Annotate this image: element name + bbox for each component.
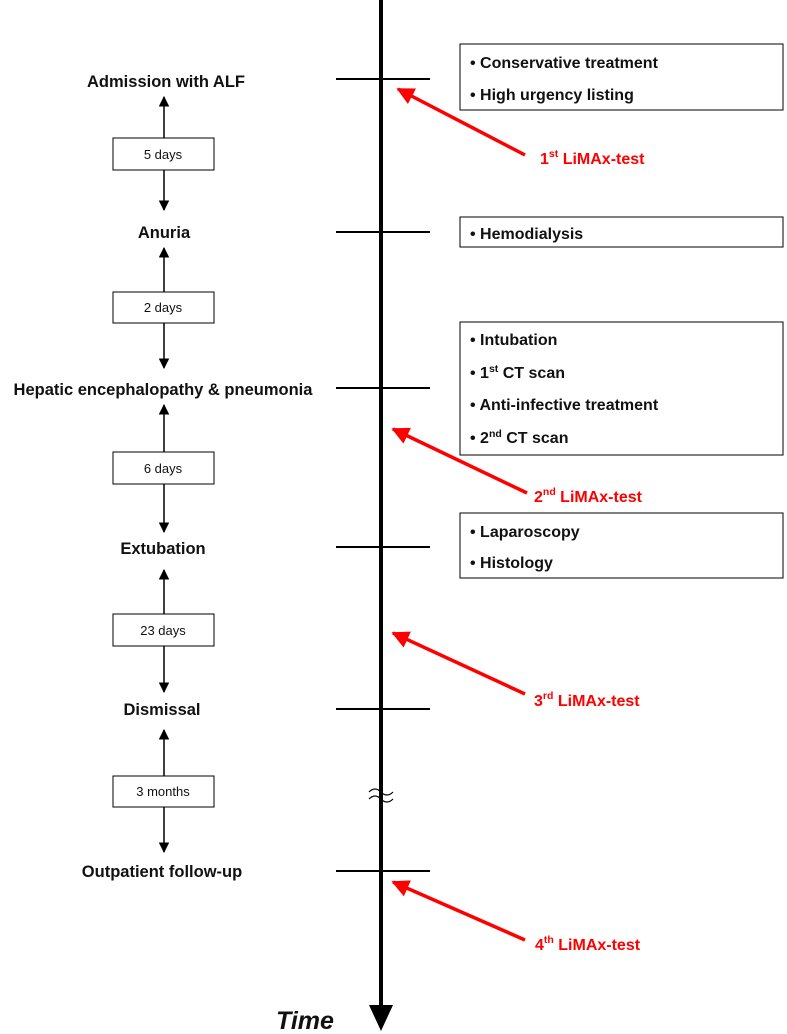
event-label-admission: Admission with ALF	[87, 73, 245, 91]
note-item: • Conservative treatment	[470, 55, 659, 72]
note-box-extubation: • Laparoscopy • Histology	[459, 512, 784, 579]
note-item: • 1st CT scan	[470, 363, 565, 382]
note-item: • Anti-infective treatment	[470, 397, 659, 414]
interval-label: 6 days	[144, 461, 183, 476]
test-arrow-1	[396, 87, 526, 157]
note-item: • High urgency listing	[470, 87, 634, 104]
interval-label: 23 days	[140, 623, 186, 638]
note-item: • 2nd CT scan	[470, 428, 568, 447]
interval-23-days: 23 days	[112, 568, 215, 694]
time-axis-title: Time	[276, 1007, 334, 1034]
time-axis-arrowhead	[369, 1005, 393, 1031]
interval-3-months: 3 months	[112, 728, 215, 854]
test-label-4: 4th LiMAx-test	[535, 934, 641, 954]
interval-label: 5 days	[144, 147, 183, 162]
test-arrow-3	[391, 631, 526, 696]
interval-2-days: 2 days	[112, 246, 215, 370]
interval-label: 2 days	[144, 300, 183, 315]
note-box-admission: • Conservative treatment • High urgency …	[459, 43, 784, 111]
event-label-outpatient: Outpatient follow-up	[82, 863, 242, 881]
event-label-anuria: Anuria	[138, 224, 191, 242]
test-label-1: 1st LiMAx-test	[540, 148, 645, 168]
note-item: • Intubation	[470, 332, 557, 349]
event-label-dismissal: Dismissal	[123, 701, 200, 719]
test-arrow-4	[391, 880, 526, 942]
test-arrow-2	[391, 427, 528, 495]
interval-label: 3 months	[136, 784, 190, 799]
note-box-encephalopathy: • Intubation • 1st CT scan • Anti-infect…	[459, 321, 784, 456]
note-item: • Laparoscopy	[470, 524, 580, 541]
test-label-2: 2nd LiMAx-test	[534, 486, 643, 506]
event-label-extubation: Extubation	[120, 540, 205, 558]
interval-6-days: 6 days	[112, 403, 215, 534]
note-item: • Histology	[470, 555, 553, 572]
test-label-3: 3rd LiMAx-test	[534, 690, 640, 710]
note-item: • Hemodialysis	[470, 226, 583, 243]
note-box-anuria: • Hemodialysis	[459, 216, 784, 248]
event-label-encephalopathy: Hepatic encephalopathy & pneumonia	[14, 381, 314, 399]
axis-break-icon	[368, 788, 394, 803]
interval-5-days: 5 days	[112, 95, 215, 212]
